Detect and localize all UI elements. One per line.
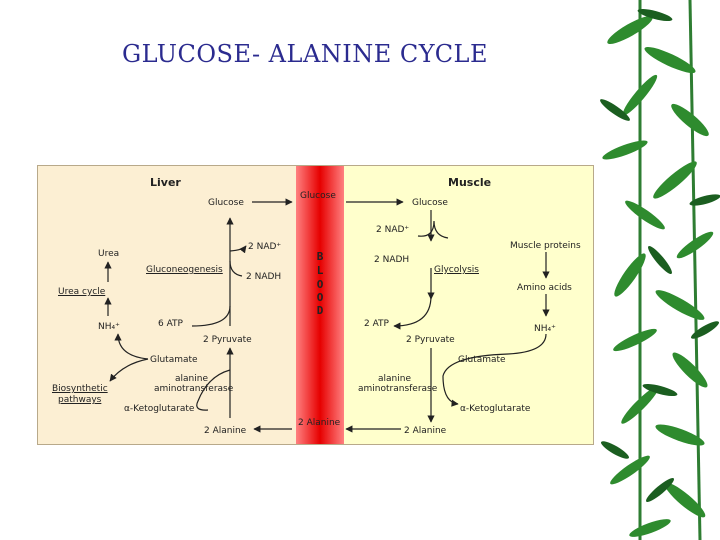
liver-transamination-loop: [196, 369, 231, 411]
muscle-nh4: NH₄⁺: [534, 324, 556, 334]
muscle-enzyme-line1: alanine: [378, 374, 411, 384]
slide-title: GLUCOSE- ALANINE CYCLE: [121, 40, 489, 68]
blood-letter-o1: O: [316, 278, 324, 291]
blood-alanine: 2 Alanine: [298, 418, 341, 428]
muscle-glutamate: Glutamate: [458, 355, 506, 365]
liver-glucose: Glucose: [208, 198, 244, 208]
glucose-alanine-cycle-diagram: B L O O D: [37, 165, 594, 445]
liver-alanine: 2 Alanine: [204, 426, 247, 436]
muscle-alanine: 2 Alanine: [404, 426, 447, 436]
muscle-enzyme-line2: aminotransferase: [358, 384, 438, 394]
muscle-nad-curve: [417, 220, 449, 239]
blood-glucose: Glucose: [300, 191, 336, 201]
muscle-proteins: Muscle proteins: [510, 241, 581, 251]
blood-letter-o2: O: [316, 291, 324, 304]
liver-glutamate-to-nh4: [114, 333, 149, 360]
liver-nad-curve: [229, 245, 247, 254]
blood-letter-b: B: [316, 250, 324, 263]
muscle-glycolysis: Glycolysis: [434, 265, 479, 275]
blood-letter-d: D: [316, 304, 324, 317]
liver-urea: Urea: [98, 249, 120, 259]
muscle-atp-curve: [393, 295, 432, 330]
muscle-nadh: 2 NADH: [374, 255, 410, 265]
muscle-atp: 2 ATP: [364, 319, 389, 329]
muscle-glucose: Glucose: [412, 198, 448, 208]
muscle-pyruvate: 2 Pyruvate: [406, 335, 455, 345]
blood-band: B L O O D: [296, 166, 344, 444]
liver-enzyme-line2: aminotransferase: [154, 384, 234, 394]
liver-nad: 2 NAD⁺: [248, 242, 282, 252]
liver-glutamate-to-biosynthetic: [109, 358, 149, 382]
blood-letter-l: L: [316, 264, 324, 277]
liver-nadh-curve: [229, 260, 243, 277]
liver-pyruvate: 2 Pyruvate: [203, 335, 252, 345]
liver-biosynthetic-line2: pathways: [58, 395, 102, 405]
muscle-nad: 2 NAD⁺: [376, 225, 410, 235]
liver-atp-curve: [191, 305, 231, 327]
bamboo-decoration: [600, 0, 720, 540]
liver-gluconeogenesis: Gluconeogenesis: [146, 265, 223, 275]
liver-biosynthetic-line1: Biosynthetic: [52, 384, 108, 394]
muscle-transamination-loop: [442, 333, 547, 407]
liver-enzyme-line1: alanine: [175, 374, 208, 384]
liver-ketoglutarate: α-Ketoglutarate: [124, 404, 195, 414]
muscle-amino-acids: Amino acids: [517, 283, 572, 293]
pathway-arrows: [104, 198, 550, 433]
muscle-ketoglutarate: α-Ketoglutarate: [460, 404, 531, 414]
muscle-panel: [344, 166, 593, 444]
liver-nadh: 2 NADH: [246, 272, 282, 282]
liver-urea-cycle: Urea cycle: [58, 287, 106, 297]
liver-header: Liver: [150, 176, 181, 189]
liver-glutamate: Glutamate: [150, 355, 198, 365]
muscle-header: Muscle: [448, 176, 492, 189]
liver-nh4: NH₄⁺: [98, 322, 120, 332]
liver-atp: 6 ATP: [158, 319, 183, 329]
